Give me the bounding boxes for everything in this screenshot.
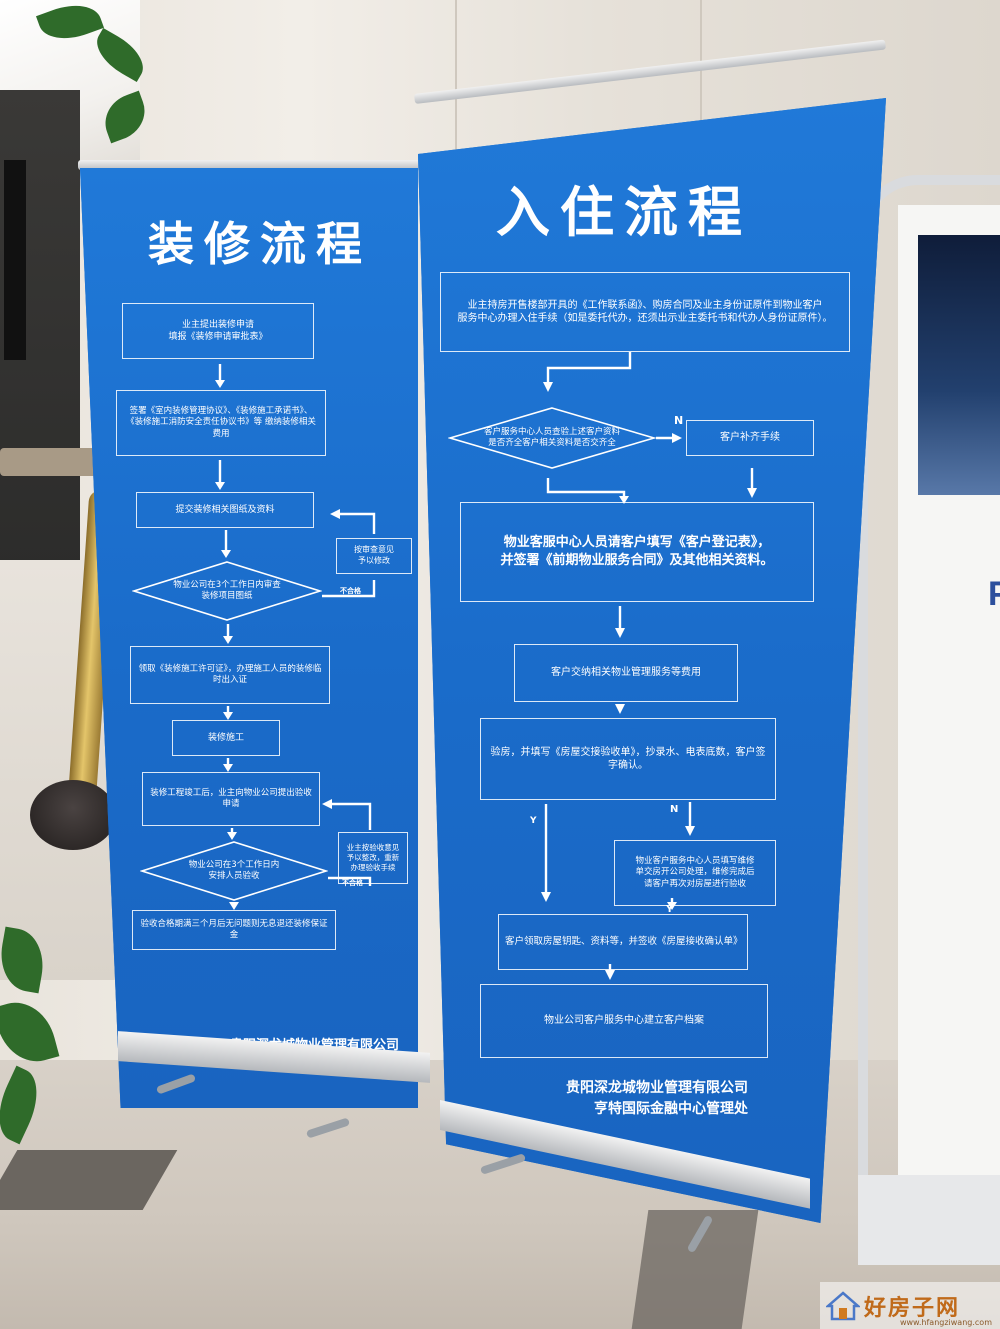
step-text: 业主持房开售楼部开具的《工作联系函》、购房合同及业主身份证原件到物业客户 服务中… xyxy=(457,299,833,325)
site-watermark: 好房子网 www.hfangziwang.com xyxy=(820,1282,1000,1329)
renovation-step-3: 提交装修相关图纸及资料 xyxy=(136,492,314,528)
step-text: 物业公司客户服务中心建立客户档案 xyxy=(544,1015,704,1027)
renovation-title: 装修流程 xyxy=(148,217,372,271)
step-text: 业主提出装修申请 填报《装修申请审批表》 xyxy=(168,319,268,342)
kiosk-letter: P xyxy=(988,575,1000,613)
shop-sign xyxy=(4,160,26,360)
renovation-step-5: 领取《装修施工许可证》，办理施工人员的装修临时出入证 xyxy=(130,646,330,704)
branch-label-n: N xyxy=(674,414,684,427)
move-in-step-inspection: 验房，并填写《房屋交接验收单》，抄录水、电表底数，客户签字确认。 xyxy=(480,718,776,800)
renovation-decision-1: 物业公司在3个工作日内审查 装修项目图纸 xyxy=(132,560,322,622)
renovation-step-7: 装修工程竣工后，业主向物业公司提出验收申请 xyxy=(142,772,320,826)
step-text: 客户领取房屋钥匙、资料等，并签收《房屋接收确认单》 xyxy=(505,935,743,947)
step-text: 物业公司在3个工作日内 安排人员验收 xyxy=(188,859,280,881)
renovation-note-1: 按审查意见 予以修改 xyxy=(336,538,412,574)
renovation-arrows xyxy=(215,364,376,910)
step-text: 装修施工 xyxy=(207,732,244,743)
step-text: 验收合格期满三个月后无问题则无息退还装修保证金 xyxy=(140,918,328,940)
move-in-step-fees: 客户交纳相关物业管理服务等费用 xyxy=(514,644,738,702)
renovation-note-2: 业主按验收意见 予以整改，重新 办理验收手续 xyxy=(338,832,408,884)
step-text: 提交装修相关图纸及资料 xyxy=(175,504,275,515)
fail-label: 不合格 xyxy=(342,879,363,887)
renovation-step-9: 验收合格期满三个月后无问题则无息退还装修保证金 xyxy=(132,910,336,950)
kiosk-city-photo xyxy=(918,235,1000,495)
kiosk-frame xyxy=(858,175,1000,1265)
step-text: 签署《室内装修管理协议》、《装修施工承诺书》、 《装修施工消防安全责任协议书》等… xyxy=(126,405,316,439)
move-in-step-register: 物业客服中心人员请客户填写《客户登记表》， 并签署《前期物业服务合同》及其他相关… xyxy=(460,502,814,602)
renovation-decision-2: 物业公司在3个工作日内 安排人员验收 xyxy=(140,840,328,902)
move-in-step-repair: 物业客户服务中心人员填写维修 单交房开公司处理，维修完成后 请客户再次对房屋进行… xyxy=(614,840,776,906)
step-text: 客户补齐手续 xyxy=(720,432,780,444)
step-text: 客户服务中心人员查验上述客户资料 是否齐全客户相关资料是否交齐全 xyxy=(483,426,620,448)
handrail xyxy=(0,448,100,476)
renovation-banner: 装修流程 业主提出装修申请 填报《装修申请审批表》 签署《室内装修管理协议》、《… xyxy=(80,168,418,1108)
renovation-step-6: 装修施工 xyxy=(172,720,280,756)
background-shop xyxy=(0,90,80,650)
move-in-banner: 入住流程 业主持房开售楼部开具的《工作联系函》、购房合同及业主身份证原件到物业客… xyxy=(418,98,886,1223)
step-text: 物业客户服务中心人员填写维修 单交房开公司处理，维修完成后 请客户再次对房屋进行… xyxy=(635,855,755,889)
renovation-step-1: 业主提出装修申请 填报《装修申请审批表》 xyxy=(122,303,314,359)
step-text: 装修工程竣工后，业主向物业公司提出验收申请 xyxy=(150,787,312,809)
note-text: 业主按验收意见 予以整改，重新 办理验收手续 xyxy=(346,842,400,873)
decision-diamond xyxy=(448,407,656,469)
branch-label-y: Y xyxy=(530,816,537,826)
house-logo-icon xyxy=(826,1290,860,1320)
move-in-step-keys: 客户领取房屋钥匙、资料等，并签收《房屋接收确认单》 xyxy=(498,914,748,970)
step-text: 物业公司在3个工作日内审查 装修项目图纸 xyxy=(173,579,281,601)
kiosk-base xyxy=(858,1175,1000,1265)
footer-company: 贵阳深龙城物业管理有限公司 xyxy=(566,1080,748,1096)
decision-diamond xyxy=(132,561,322,621)
move-in-step-1: 业主持房开售楼部开具的《工作联系函》、购房合同及业主身份证原件到物业客户 服务中… xyxy=(440,272,850,352)
watermark-text: 好房子网 xyxy=(864,1295,961,1321)
branch-label-y: Y xyxy=(666,904,674,915)
watermark-url: www.hfangziwang.com xyxy=(899,1318,992,1327)
banner-top-rail xyxy=(78,160,420,170)
move-in-supplement: 客户补齐手续 xyxy=(686,420,814,456)
step-text: 物业客服中心人员请客户填写《客户登记表》， 并签署《前期物业服务合同》及其他相关… xyxy=(500,535,774,568)
move-in-title: 入住流程 xyxy=(496,181,752,244)
display-kiosk xyxy=(858,175,1000,1265)
decision-diamond xyxy=(140,841,328,901)
renovation-step-2: 签署《室内装修管理协议》、《装修施工承诺书》、 《装修施工消防安全责任协议书》等… xyxy=(116,390,326,456)
move-in-decision: 客户服务中心人员查验上述客户资料 是否齐全客户相关资料是否交齐全 xyxy=(448,406,656,470)
step-text: 领取《装修施工许可证》，办理施工人员的装修临时出入证 xyxy=(138,663,322,685)
note-text: 按审查意见 予以修改 xyxy=(354,545,394,565)
step-text: 客户交纳相关物业管理服务等费用 xyxy=(551,667,701,679)
move-in-step-archive: 物业公司客户服务中心建立客户档案 xyxy=(480,984,768,1058)
branch-label-n: N xyxy=(670,804,679,815)
move-in-footer: 贵阳深龙城物业管理有限公司 亨特国际金融中心管理处 xyxy=(566,1078,748,1120)
sculpture-base xyxy=(30,780,116,850)
move-in-arrows xyxy=(541,352,757,980)
fail-label: 不合格 xyxy=(340,587,361,595)
step-text: 验房，并填写《房屋交接验收单》，抄录水、电表底数，客户签字确认。 xyxy=(490,746,766,772)
footer-office: 亨特国际金融中心管理处 xyxy=(594,1101,748,1117)
floor-stripe xyxy=(631,1210,759,1329)
